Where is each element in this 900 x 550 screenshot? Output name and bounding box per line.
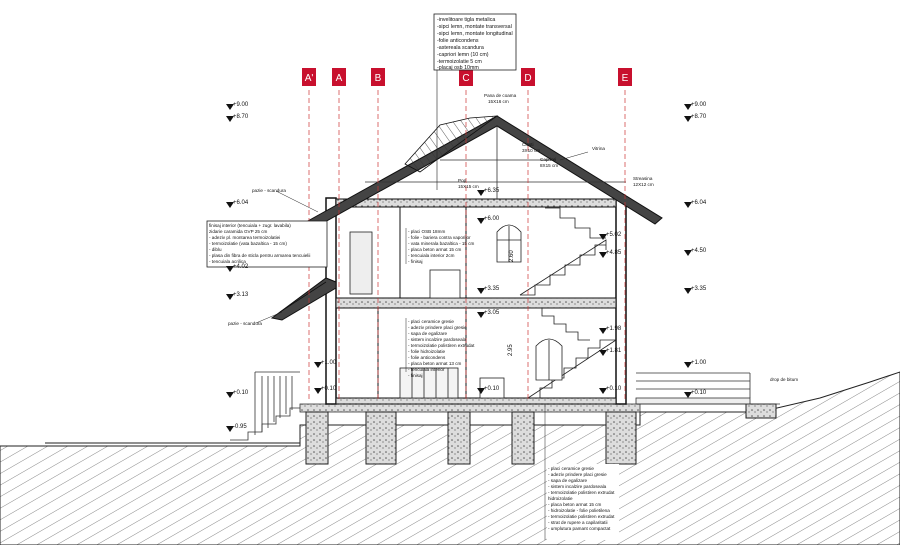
svg-text:A: A: [336, 73, 343, 84]
svg-text:2.60: 2.60: [509, 250, 515, 262]
svg-text:-invelitoare tigla metalica: -invelitoare tigla metalica -sipci lemn,…: [437, 17, 514, 71]
svg-text:15X15 cm: 15X15 cm: [458, 184, 479, 189]
svg-text:+0.10: +0.10: [691, 390, 707, 396]
svg-text:+0.10: +0.10: [321, 386, 337, 392]
roof-note: -invelitoare tigla metalica -sipci lemn,…: [433, 13, 517, 190]
svg-text:drop de bitum: drop de bitum: [770, 377, 798, 382]
levels-right: +9.00 +8.70 +6.04 +4.50 +3.35 +1.00 +0.1…: [684, 102, 707, 398]
openings: [349, 224, 563, 399]
svg-text:+3.13: +3.13: [233, 292, 249, 298]
axis-marker-c: C: [459, 68, 473, 86]
svg-text:Clesti: Clesti: [522, 142, 534, 147]
svg-text:Pana de coama: Pana de coama: [484, 93, 517, 98]
svg-text:Capriori: Capriori: [540, 157, 556, 162]
svg-text:+8.70: +8.70: [233, 114, 249, 120]
svg-text:+1.81: +1.81: [606, 348, 622, 354]
svg-text:+3.35: +3.35: [484, 286, 500, 292]
stairs-upper: [519, 207, 607, 296]
svg-text:12X12 cm: 12X12 cm: [633, 182, 654, 187]
levels-inner: +6.35 +6.00 +5.02 +4.85 +3.35 +3.05 +1.9…: [314, 188, 622, 394]
svg-text:+1.98: +1.98: [606, 326, 622, 332]
svg-text:D: D: [524, 73, 531, 84]
dimension-labels: 2.60 2.95: [508, 250, 515, 356]
svg-text:3X10 cm: 3X10 cm: [522, 148, 540, 153]
axis-marker-b: B: [371, 68, 385, 86]
svg-text:+3.05: +3.05: [484, 310, 500, 316]
floor-ground-note: - placi ceramice gresie - adeziv prinder…: [544, 404, 619, 540]
svg-text:+0.10: +0.10: [484, 386, 500, 392]
svg-text:2.95: 2.95: [508, 344, 514, 356]
svg-text:C: C: [462, 73, 469, 84]
svg-text:- placi ceramice gresie: - placi ceramice gresie - adeziv prinder…: [548, 466, 616, 531]
svg-text:A': A': [305, 73, 314, 84]
svg-text:+6.00: +6.00: [484, 216, 500, 222]
svg-text:15X16 cm: 15X16 cm: [488, 99, 509, 104]
svg-text:- placi ceramice gresie: - placi ceramice gresie - adeziv prinder…: [408, 319, 476, 378]
svg-text:8X15 cm: 8X15 cm: [540, 163, 558, 168]
foundations: [305, 403, 777, 465]
svg-text:+8.70: +8.70: [691, 114, 707, 120]
axis-marker-a-prime: A': [302, 68, 316, 86]
svg-text:E: E: [622, 73, 629, 84]
svg-text:+1.00: +1.00: [321, 360, 337, 366]
stairs-lower: [527, 307, 617, 399]
svg-text:+9.00: +9.00: [233, 102, 249, 108]
svg-text:+4.50: +4.50: [691, 248, 707, 254]
svg-text:+9.00: +9.00: [691, 102, 707, 108]
svg-text:+0.10: +0.10: [606, 386, 622, 392]
svg-text:pazie - scandura: pazie - scandura: [252, 188, 286, 193]
axis-marker-e: E: [618, 68, 632, 86]
svg-text:+5.02: +5.02: [606, 232, 622, 238]
svg-text:+3.35: +3.35: [691, 286, 707, 292]
svg-text:B: B: [375, 73, 382, 84]
structural-labels: Pana de coama 15X16 cm Clesti 3X10 cm Ca…: [228, 93, 798, 382]
floor-mid-note: - placi ceramice gresie - adeziv prinder…: [405, 318, 476, 378]
svg-text:+4.85: +4.85: [606, 250, 622, 256]
svg-text:-0.95: -0.95: [233, 424, 247, 430]
axis-markers: A' A B C D E: [302, 68, 632, 86]
svg-text:+0.10: +0.10: [233, 390, 249, 396]
floor-upper-note: - placi OSB 18mm - folie - bariera contr…: [405, 228, 476, 264]
axis-marker-d: D: [521, 68, 535, 86]
svg-text:+6.04: +6.04: [233, 200, 249, 206]
axis-marker-a: A: [332, 68, 346, 86]
right-terrace: [635, 372, 780, 405]
svg-text:+6.35: +6.35: [484, 188, 500, 194]
svg-text:+1.00: +1.00: [691, 360, 707, 366]
svg-text:finisaj interior (tencuiala +: finisaj interior (tencuiala + zugr. lava…: [209, 223, 312, 264]
svg-text:Vitrina: Vitrina: [592, 146, 605, 151]
svg-text:+6.04: +6.04: [691, 200, 707, 206]
svg-text:+4.02: +4.02: [233, 264, 249, 270]
wall-note: finisaj interior (tencuiala + zugr. lava…: [206, 220, 328, 268]
walls: [325, 197, 627, 405]
svg-text:Pop: Pop: [458, 178, 467, 183]
svg-text:- placi OSB 18mm - folie: - placi OSB 18mm - folie - bariera contr…: [408, 229, 476, 264]
levels-left: +9.00 +8.70 +6.04 +4.02 +3.13 +0.10 -0.9…: [226, 102, 249, 432]
svg-text:Streasina: Streasina: [633, 176, 653, 181]
svg-text:pazie - scandura: pazie - scandura: [228, 321, 262, 326]
